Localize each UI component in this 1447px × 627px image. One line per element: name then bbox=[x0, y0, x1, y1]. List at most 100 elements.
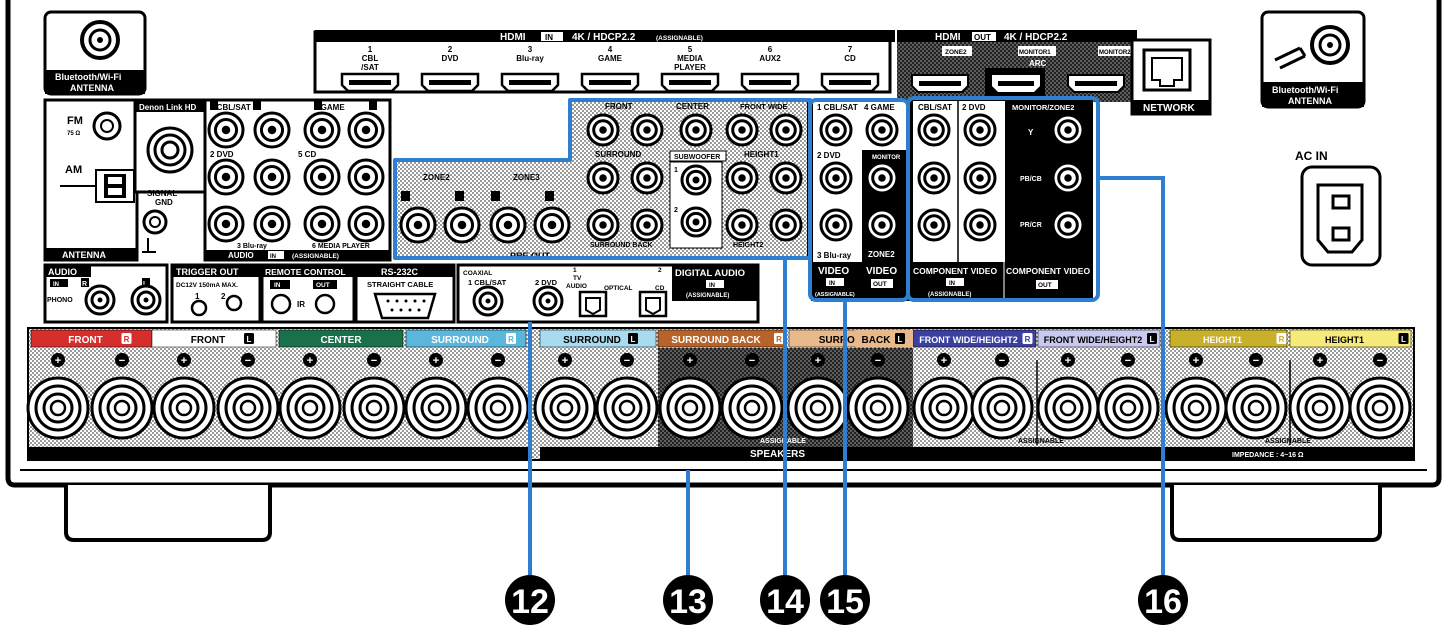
speaker-channel-side: L bbox=[1401, 335, 1406, 344]
signal-gnd-label-2: GND bbox=[155, 198, 173, 207]
pre-out-zone-jack bbox=[533, 206, 571, 244]
hdmi-in-section: HDMI IN 4K / HDCP2.2 (ASSIGNABLE) 1CBL/S… bbox=[313, 30, 895, 94]
callout-number: 13 bbox=[669, 583, 707, 621]
coax-2-jack bbox=[532, 285, 564, 317]
audio-in-jack bbox=[253, 158, 291, 196]
audio-in-assignable: (ASSIGNABLE) bbox=[292, 253, 339, 260]
audio-in-jack bbox=[303, 158, 341, 196]
component-out-badge: OUT bbox=[1038, 282, 1052, 289]
svg-text:+: + bbox=[55, 355, 61, 367]
video-cbl-label: 1 CBL/SAT bbox=[817, 103, 858, 112]
optical-label: OPTICAL bbox=[604, 285, 633, 292]
callout-number: 15 bbox=[826, 583, 864, 621]
speaker-terminal: − bbox=[1096, 353, 1160, 440]
svg-text:−: − bbox=[999, 355, 1005, 367]
pre-out-height2: HEIGHT2 bbox=[733, 242, 763, 249]
callout-badge-15: 15 bbox=[820, 575, 870, 625]
ac-in-label: AC IN bbox=[1295, 149, 1328, 163]
pre-out-zone3: ZONE3 bbox=[513, 173, 540, 182]
component-out-jack bbox=[1051, 208, 1085, 242]
audio-in-label-media: 6 MEDIA PLAYER bbox=[312, 243, 370, 250]
hdmi-in-port-name2: PLAYER bbox=[674, 63, 706, 72]
speaker-terminal: + bbox=[26, 353, 90, 440]
svg-text:+: + bbox=[181, 355, 187, 367]
optical-1-num: 1 bbox=[573, 267, 577, 274]
video-bluray-label: 3 Blu-ray bbox=[817, 251, 852, 260]
callout-number: 12 bbox=[511, 583, 549, 621]
video-zone2-label: ZONE2 bbox=[868, 250, 895, 259]
component-out-jack bbox=[1051, 161, 1085, 195]
audio-in-jack bbox=[207, 158, 245, 196]
svg-text:+: + bbox=[1193, 355, 1199, 367]
hdmi-out-badge: OUT bbox=[974, 33, 991, 42]
hdmi-in-port-num: 3 bbox=[528, 45, 533, 54]
svg-text:+: + bbox=[562, 355, 568, 367]
audio-phono-l: L bbox=[143, 281, 148, 288]
phono-jack-l bbox=[130, 284, 162, 316]
hdmi-in-port bbox=[580, 72, 640, 93]
audio-phono-badge: IN bbox=[53, 282, 59, 288]
coaxial-label: COAXIAL bbox=[463, 270, 492, 277]
video-game-label: 4 GAME bbox=[864, 103, 895, 112]
video-in-badge: IN bbox=[829, 281, 835, 287]
callout-badge-13: 13 bbox=[663, 575, 713, 625]
bt-right-line1: Bluetooth/Wi-Fi bbox=[1272, 85, 1338, 95]
hdmi-in-port bbox=[820, 72, 880, 93]
denon-link-label: Denon Link HD bbox=[139, 103, 197, 112]
back-l-side: L bbox=[898, 335, 903, 344]
pre-out-center: CENTER bbox=[676, 102, 709, 111]
callout-16-leader bbox=[1098, 176, 1165, 575]
speaker-channel-label: SURROUND BACK bbox=[671, 335, 761, 346]
trigger-1-jack bbox=[190, 299, 208, 317]
pre-out-sub2-jack bbox=[680, 206, 712, 238]
pre-out-zone-jack bbox=[443, 206, 481, 244]
speaker-channel-label: SURROUND bbox=[431, 335, 489, 346]
hdmi-in-spec: 4K / HDCP2.2 bbox=[572, 32, 636, 43]
hdmi-in-port-num: 1 bbox=[368, 45, 373, 54]
speaker-terminal: − bbox=[595, 353, 659, 440]
pre-out-sub2: 2 bbox=[674, 207, 678, 214]
trigger-out-spec: DC12V 150mA MAX. bbox=[176, 282, 238, 289]
bt-antenna-left: Bluetooth/Wi-Fi ANTENNA bbox=[43, 10, 147, 96]
component-cbl-label: CBL/SAT bbox=[918, 103, 952, 112]
right-foot bbox=[1170, 485, 1382, 542]
hdmi-out-arc-label: ARC bbox=[1029, 59, 1047, 68]
svg-text:+: + bbox=[941, 355, 947, 367]
hdmi-in-port-name: CBL bbox=[362, 54, 379, 63]
speaker-terminal: + bbox=[1164, 353, 1228, 440]
remote-out-badge: OUT bbox=[316, 282, 330, 289]
speaker-terminal: + bbox=[658, 353, 722, 440]
audio-in-label-game: 4 GAME bbox=[314, 103, 345, 112]
optical-1-port bbox=[578, 290, 608, 318]
network-label: NETWORK bbox=[1143, 103, 1195, 114]
denon-link-section: Denon Link HD SIGNAL GND bbox=[133, 98, 207, 253]
pre-out-surround-back: SURROUND BACK bbox=[590, 242, 653, 249]
bt-right-line2: ANTENNA bbox=[1288, 96, 1332, 106]
pre-out-sub1: 1 bbox=[674, 167, 678, 174]
digital-audio-label: DIGITAL AUDIO bbox=[675, 268, 745, 279]
callout-badge-14: 14 bbox=[760, 575, 810, 625]
speaker-channel-header: CENTER bbox=[278, 329, 404, 348]
callout-16-outline bbox=[906, 96, 1100, 302]
antenna-section: FM 75 Ω AM ANTENNA bbox=[43, 98, 139, 262]
speaker-channel-label: SURROUND bbox=[563, 335, 621, 346]
pre-out-jack bbox=[725, 113, 759, 147]
optical-1-tv: TV bbox=[573, 275, 582, 282]
component-in-jack bbox=[917, 113, 951, 147]
video-monitor-label: MONITOR bbox=[872, 155, 901, 161]
component-in-jack bbox=[917, 208, 951, 242]
optical-2-num: 2 bbox=[658, 267, 662, 274]
remote-control-section: REMOTE CONTROL IN OUT IR bbox=[260, 263, 356, 324]
callout-14-outline bbox=[393, 98, 812, 260]
component-dvd-label: 2 DVD bbox=[962, 103, 986, 112]
antenna-label: ANTENNA bbox=[62, 250, 106, 260]
svg-text:−: − bbox=[371, 355, 377, 367]
hdmi-out-spec: 4K / HDCP2.2 bbox=[1004, 32, 1068, 43]
coax-1-label: 1 CBL/SAT bbox=[468, 278, 507, 287]
